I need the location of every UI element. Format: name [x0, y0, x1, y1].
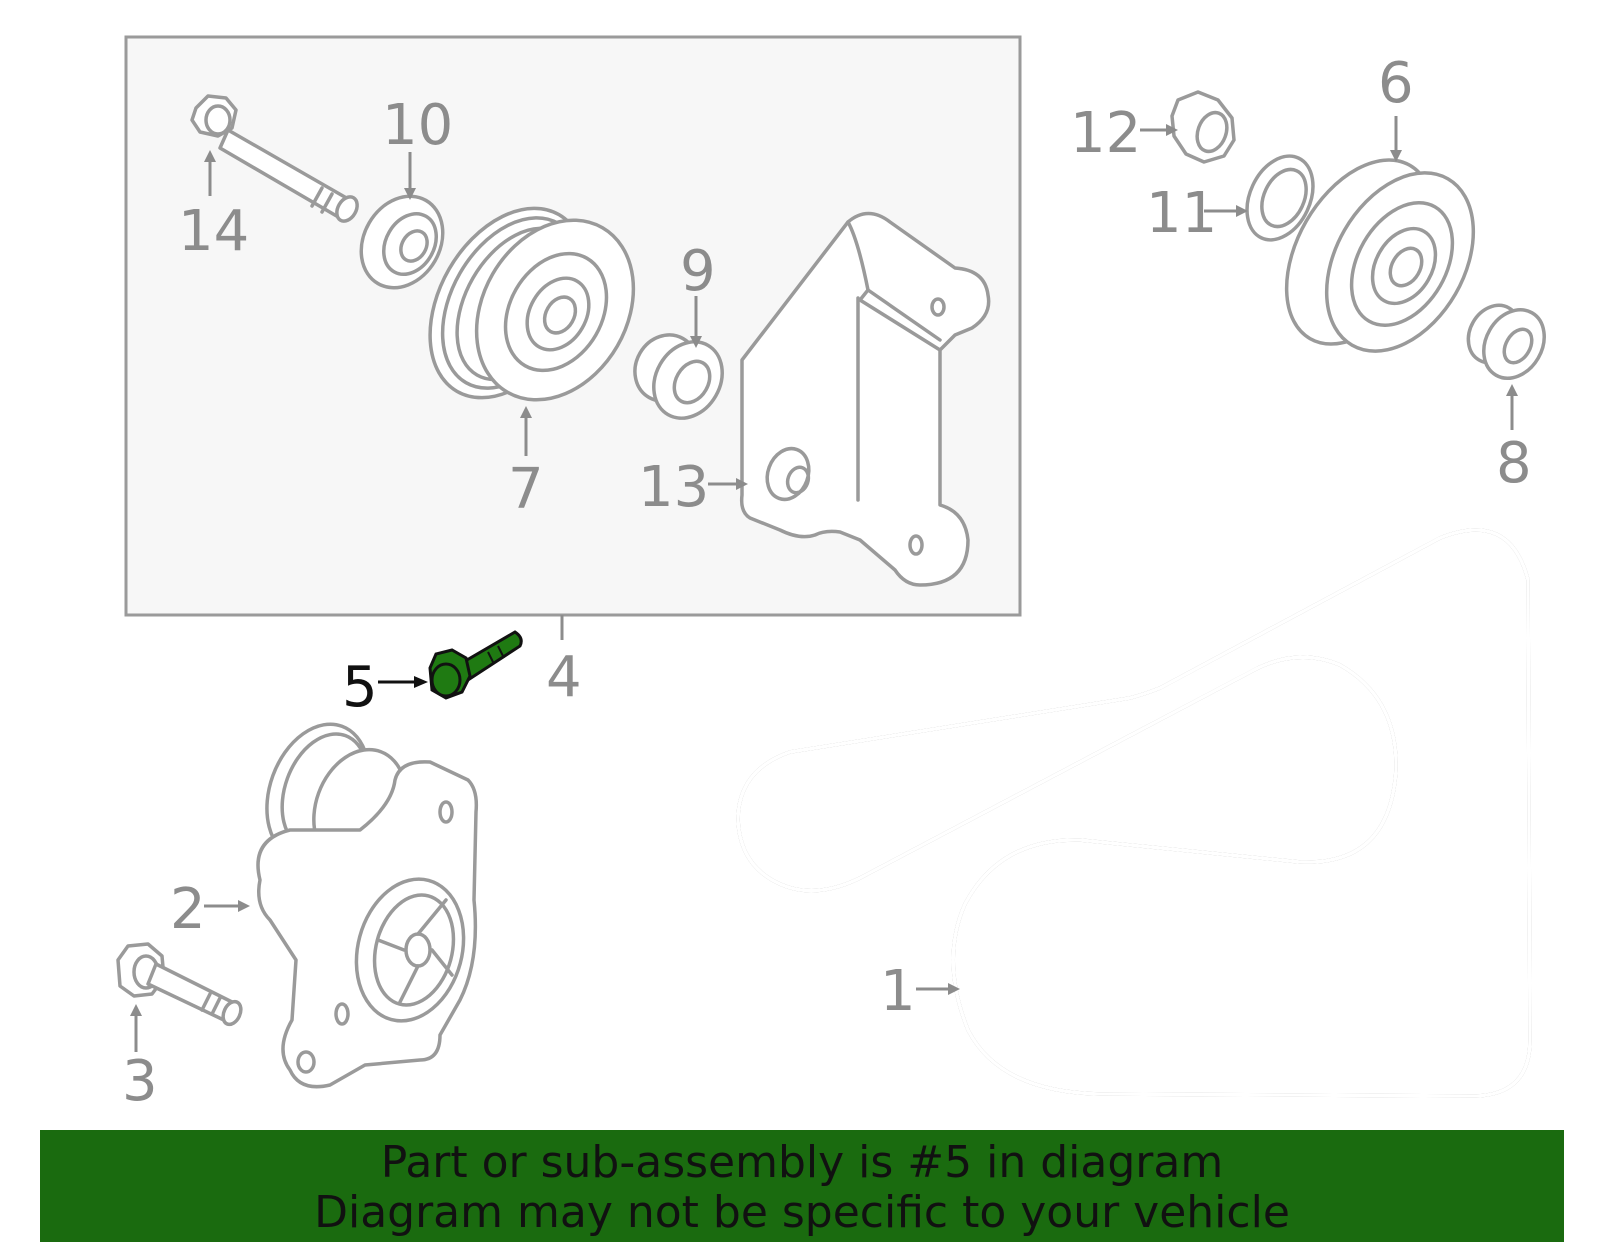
callout-14: 14 — [178, 199, 249, 264]
callout-11: 11 — [1146, 181, 1217, 246]
serpentine-belt-1[interactable] — [736, 528, 1532, 1098]
bolt-3[interactable] — [116, 942, 244, 1027]
bolt-5-highlighted[interactable] — [428, 630, 523, 700]
callout-10: 10 — [382, 93, 453, 158]
banner-line-1: Part or sub-assembly is #5 in diagram — [380, 1137, 1224, 1188]
nut-12[interactable] — [1170, 90, 1236, 164]
callout-7: 7 — [508, 457, 544, 522]
bracket-13[interactable] — [739, 211, 991, 587]
callout-12: 12 — [1070, 101, 1141, 166]
pulley-6[interactable] — [1256, 134, 1503, 377]
bushing-9[interactable] — [623, 324, 736, 431]
callout-4: 4 — [546, 645, 582, 710]
washer-11[interactable] — [1234, 145, 1326, 250]
washer-10[interactable] — [345, 181, 459, 302]
info-banner: Part or sub-assembly is #5 in diagram Di… — [40, 1130, 1564, 1242]
callout-5: 5 — [342, 655, 378, 720]
callout-13: 13 — [638, 455, 709, 520]
callout-6: 6 — [1378, 51, 1414, 116]
banner-line-2: Diagram may not be specific to your vehi… — [314, 1187, 1290, 1238]
callout-8: 8 — [1496, 431, 1532, 496]
callout-9: 9 — [680, 239, 716, 304]
pulley-7[interactable] — [398, 181, 665, 429]
callout-arrows — [130, 116, 1518, 1052]
bushing-8[interactable] — [1458, 296, 1556, 389]
callout-1: 1 — [880, 959, 916, 1024]
callout-2: 2 — [170, 877, 206, 942]
callout-3: 3 — [122, 1049, 158, 1114]
tensioner-2[interactable] — [249, 710, 479, 1089]
bolt-14[interactable] — [190, 94, 361, 225]
